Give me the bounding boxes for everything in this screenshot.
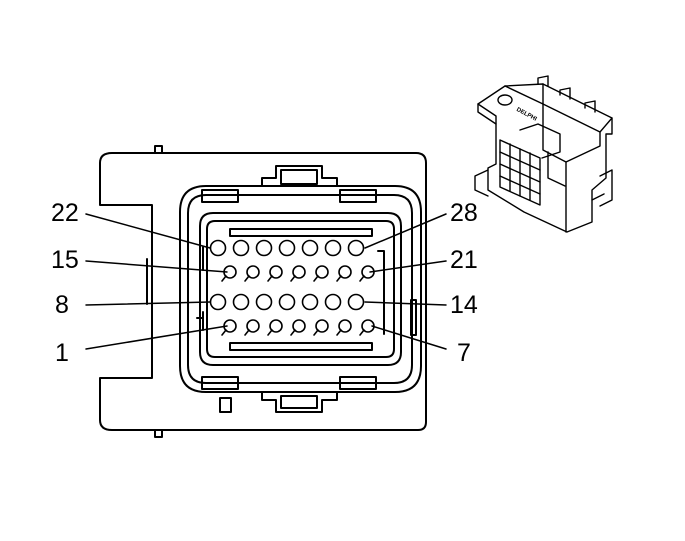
bottom-cavity-bar xyxy=(229,342,373,351)
leader-21 xyxy=(369,260,447,273)
left-guide xyxy=(196,246,204,331)
cavity-pin-21 xyxy=(359,265,375,282)
cavity-pin-28 xyxy=(347,239,365,257)
tab-bottom-small xyxy=(219,397,232,413)
bottom-latch-inner xyxy=(280,395,318,409)
tab-bottom-left xyxy=(201,376,239,390)
cavity-pin-17 xyxy=(267,265,283,282)
pin-label-22: 22 xyxy=(51,199,79,227)
cavity-pins xyxy=(209,239,375,336)
pin-label-15: 15 xyxy=(51,246,79,274)
pin-label-7: 7 xyxy=(457,339,471,367)
cavity-pin-2 xyxy=(244,319,260,336)
cavity-pin-9 xyxy=(232,293,250,311)
housing-bottom-tab xyxy=(154,429,163,438)
cavity-pin-19 xyxy=(313,265,329,282)
cavity-pin-12 xyxy=(301,293,319,311)
pin-label-21: 21 xyxy=(450,246,478,274)
cavity-pin-11 xyxy=(278,293,296,311)
pin-label-28: 28 xyxy=(450,199,478,227)
tab-top-right xyxy=(339,189,377,203)
cavity-pin-26 xyxy=(301,239,319,257)
cavity-pin-10 xyxy=(255,293,273,311)
cavity-pin-5 xyxy=(313,319,329,336)
cavity-pin-20 xyxy=(336,265,352,282)
leader-7 xyxy=(371,325,447,350)
leader-lines xyxy=(85,213,447,350)
top-latch xyxy=(261,165,338,187)
leader-1 xyxy=(85,325,228,350)
cavity-pin-6 xyxy=(336,319,352,336)
leader-14 xyxy=(364,301,447,306)
cavity-pin-24 xyxy=(255,239,273,257)
cavity-pin-3 xyxy=(267,319,283,336)
leader-15 xyxy=(85,260,228,273)
seal-outer xyxy=(179,185,422,393)
cavity-face xyxy=(199,212,402,366)
cavity-pin-23 xyxy=(232,239,250,257)
tab-bottom-right xyxy=(339,376,377,390)
cavity-pin-8 xyxy=(209,293,227,311)
cavity-pin-25 xyxy=(278,239,296,257)
pin-label-8: 8 xyxy=(55,291,69,319)
leader-28 xyxy=(364,213,447,249)
cavity-pin-27 xyxy=(324,239,342,257)
cavity-face-inner xyxy=(206,220,395,358)
right-rail xyxy=(410,299,417,336)
connector-housing xyxy=(99,152,427,431)
leader-22 xyxy=(85,213,211,249)
cavity-pin-4 xyxy=(290,319,306,336)
cavity-pin-7 xyxy=(359,319,375,336)
housing-top-tab xyxy=(154,145,163,154)
top-cavity-bar xyxy=(229,228,373,237)
leader-8 xyxy=(85,301,211,306)
cavity-pin-1 xyxy=(221,319,237,336)
cavity-pin-16 xyxy=(244,265,260,282)
inset-connector-view xyxy=(474,75,613,233)
pin-label-1: 1 xyxy=(55,339,69,367)
cavity-pin-14 xyxy=(347,293,365,311)
cavity-pin-15 xyxy=(221,265,237,282)
tab-top-left xyxy=(201,189,239,203)
top-latch-inner xyxy=(280,169,318,185)
cavity-pin-13 xyxy=(324,293,342,311)
cavity-pin-18 xyxy=(290,265,306,282)
bottom-latch xyxy=(261,391,338,413)
cavity-pin-22 xyxy=(209,239,227,257)
right-guide xyxy=(377,250,385,335)
pin-label-14: 14 xyxy=(450,291,478,319)
seal-middle xyxy=(187,194,413,384)
